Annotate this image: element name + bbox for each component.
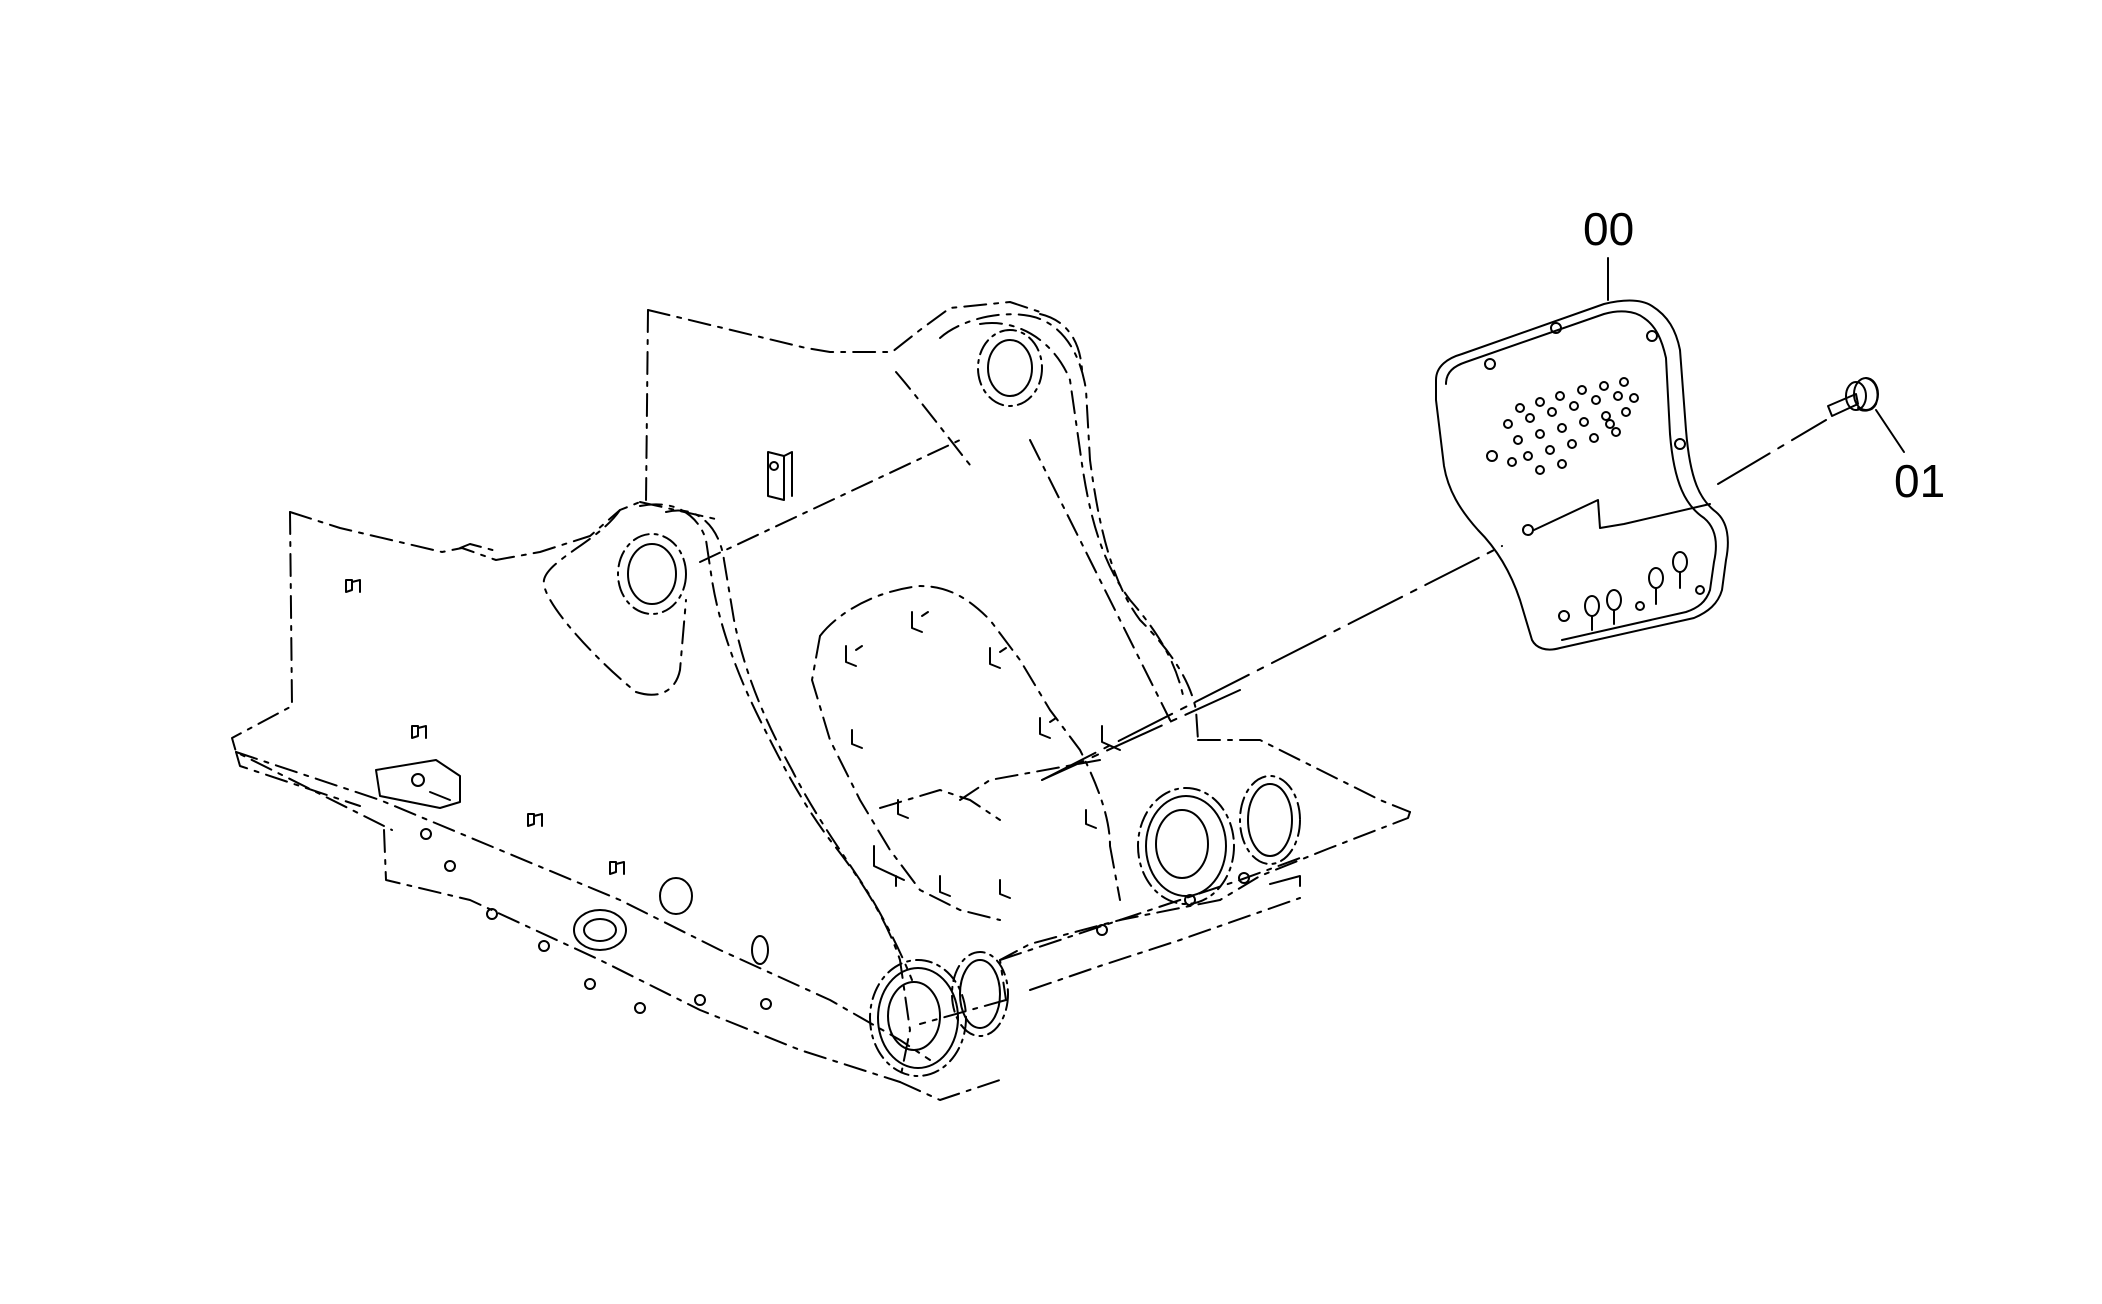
assembly-centerlines: [1042, 420, 1826, 780]
frame-solid-details: [346, 330, 1300, 1076]
frame-phantom-outline: [232, 302, 1410, 1100]
centerline-into-frame: [1042, 690, 1240, 780]
callout-01-label: 01: [1894, 455, 1946, 507]
part-01-bolt: [1828, 378, 1878, 416]
callout-00-label: 00: [1583, 203, 1635, 255]
hole-pattern: [1504, 378, 1638, 474]
part-00-plate: [1436, 301, 1728, 650]
plate-studs: [1585, 552, 1704, 630]
leader-lines: [1608, 258, 1904, 452]
